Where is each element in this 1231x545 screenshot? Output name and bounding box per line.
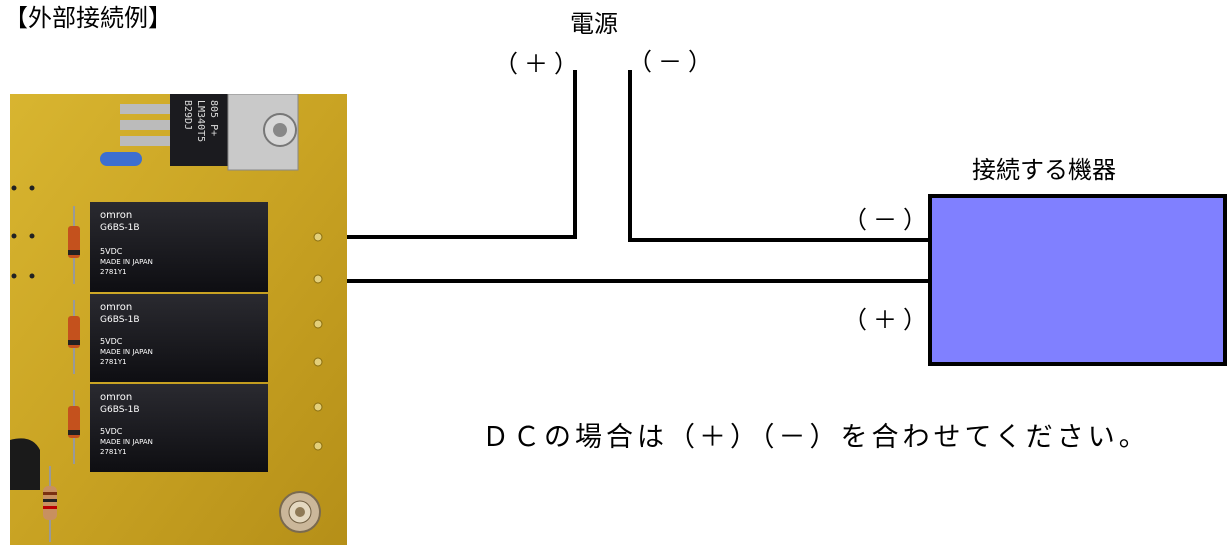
transistor: [10, 438, 40, 490]
connected-device-box: [928, 194, 1227, 366]
relay-board-photo: B29DJ LM340T5 805 P+ omron G6BS-1B 5VDC …: [10, 94, 347, 545]
power-supply-label: 電源: [570, 10, 618, 38]
relay-2-brand: omron: [100, 302, 132, 313]
relay-2-code: 2781Y1: [100, 358, 127, 366]
capacitor: [100, 152, 142, 166]
regulator-marking-2: LM340T5: [195, 100, 206, 142]
relay-1-model: G6BS-1B: [100, 223, 140, 233]
right-terminal-pads: [313, 232, 323, 451]
relay-2-voltage: 5VDC: [100, 337, 123, 346]
resistor: [43, 466, 57, 542]
wire-power-plus: [326, 70, 577, 239]
relay-1-voltage: 5VDC: [100, 247, 123, 256]
relay-1-origin: MADE IN JAPAN: [100, 258, 153, 266]
left-pin-holes: [11, 185, 35, 279]
relay-2: omron G6BS-1B 5VDC MADE IN JAPAN 2781Y1: [90, 294, 268, 382]
relay-1: omron G6BS-1B 5VDC MADE IN JAPAN 2781Y1: [90, 202, 268, 292]
wire-power-minus: [628, 70, 930, 242]
relay-3-origin: MADE IN JAPAN: [100, 438, 153, 446]
voltage-regulator: B29DJ LM340T5 805 P+: [120, 94, 299, 171]
relay-3-model: G6BS-1B: [100, 405, 140, 415]
mounting-screw: [279, 491, 321, 533]
power-plus-terminal-label: （＋）: [494, 50, 584, 78]
connected-device-label: 接続する機器: [972, 156, 1116, 184]
relay-3-code: 2781Y1: [100, 448, 127, 456]
diagram-heading: 【外部接続例】: [4, 4, 172, 32]
regulator-marking-1: B29DJ: [182, 100, 193, 130]
device-minus-terminal-label: （－）: [843, 206, 933, 234]
relay-2-origin: MADE IN JAPAN: [100, 348, 153, 356]
relay-3-brand: omron: [100, 392, 132, 403]
power-minus-terminal-label: （－）: [628, 48, 718, 76]
regulator-marking-3: 805 P+: [208, 100, 219, 136]
relay-3-voltage: 5VDC: [100, 427, 123, 436]
diodes: [68, 206, 80, 464]
relay-1-brand: omron: [100, 210, 132, 221]
relay-1-code: 2781Y1: [100, 268, 127, 276]
relay-3: omron G6BS-1B 5VDC MADE IN JAPAN 2781Y1: [90, 384, 268, 472]
device-plus-terminal-label: （＋）: [843, 306, 933, 334]
dc-polarity-note: ＤＣの場合は（＋）（－）を合わせてください。: [482, 422, 1150, 453]
relay-2-model: G6BS-1B: [100, 315, 140, 325]
